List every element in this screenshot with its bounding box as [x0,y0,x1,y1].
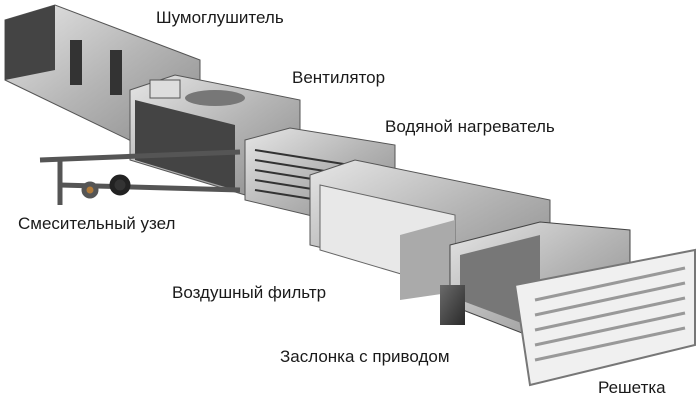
air-filter-unit [309,159,551,300]
grille-unit [513,248,696,387]
label-damper: Заслонка с приводом [280,347,450,366]
label-grille: Решетка [598,378,666,397]
label-silencer: Шумоглушитель [156,8,284,27]
label-water-heater: Водяной нагреватель [385,117,555,136]
label-fan: Вентилятор [292,68,386,87]
mixing-unit [39,149,241,205]
label-air-filter: Воздушный фильтр [172,283,327,302]
label-mixing-unit: Смесительный узел [18,214,176,233]
